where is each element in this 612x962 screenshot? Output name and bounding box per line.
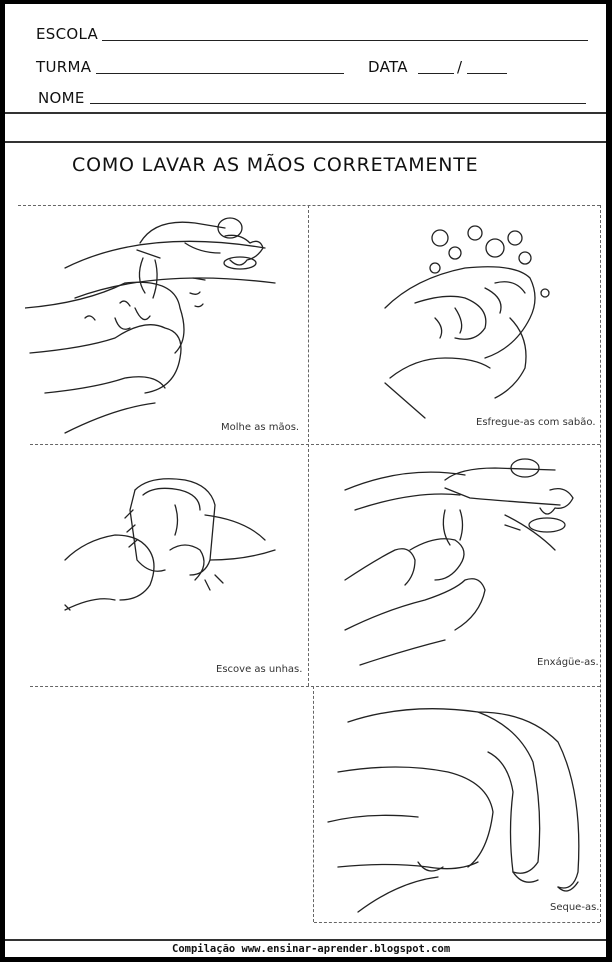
escola-field[interactable] <box>102 40 588 41</box>
brush-nails-illustration-icon <box>64 478 276 611</box>
step-caption-2: Esfregue-as com sabão. <box>476 417 596 428</box>
step-caption-1: Molhe as mãos. <box>221 422 300 433</box>
rinse-hands-illustration-icon <box>344 458 574 666</box>
data-day-field[interactable] <box>418 73 454 74</box>
turma-field[interactable] <box>96 73 344 74</box>
turma-label: TURMA <box>36 58 92 76</box>
grid-line-center <box>308 205 309 686</box>
dry-hands-illustration-icon <box>327 708 580 913</box>
grid-line-row2 <box>30 686 600 687</box>
step-caption-3: Escove as unhas. <box>216 664 303 675</box>
scrub-soap-illustration-icon <box>384 225 550 419</box>
step-caption-5: Seque-as. <box>550 902 600 913</box>
data-separator: / <box>457 58 463 76</box>
worksheet-title: COMO LAVAR AS MÃOS CORRETAMENTE <box>72 154 479 176</box>
header-divider <box>5 112 606 114</box>
data-month-field[interactable] <box>467 73 507 74</box>
grid-line-bottom <box>314 922 600 923</box>
nome-label: NOME <box>38 89 85 107</box>
grid-line-right <box>600 205 601 922</box>
data-label: DATA <box>368 58 408 76</box>
footer-divider <box>5 939 606 941</box>
grid-line-last-left <box>313 686 314 922</box>
escola-label: ESCOLA <box>36 25 99 43</box>
content-divider <box>5 141 606 143</box>
footer-credit: Compilação www.ensinar-aprender.blogspot… <box>172 943 451 955</box>
step-caption-4: Enxágüe-as. <box>537 657 599 668</box>
grid-line-row1 <box>30 444 600 445</box>
nome-field[interactable] <box>90 103 586 104</box>
grid-line-top <box>18 205 600 206</box>
wet-hands-illustration-icon <box>25 217 276 434</box>
